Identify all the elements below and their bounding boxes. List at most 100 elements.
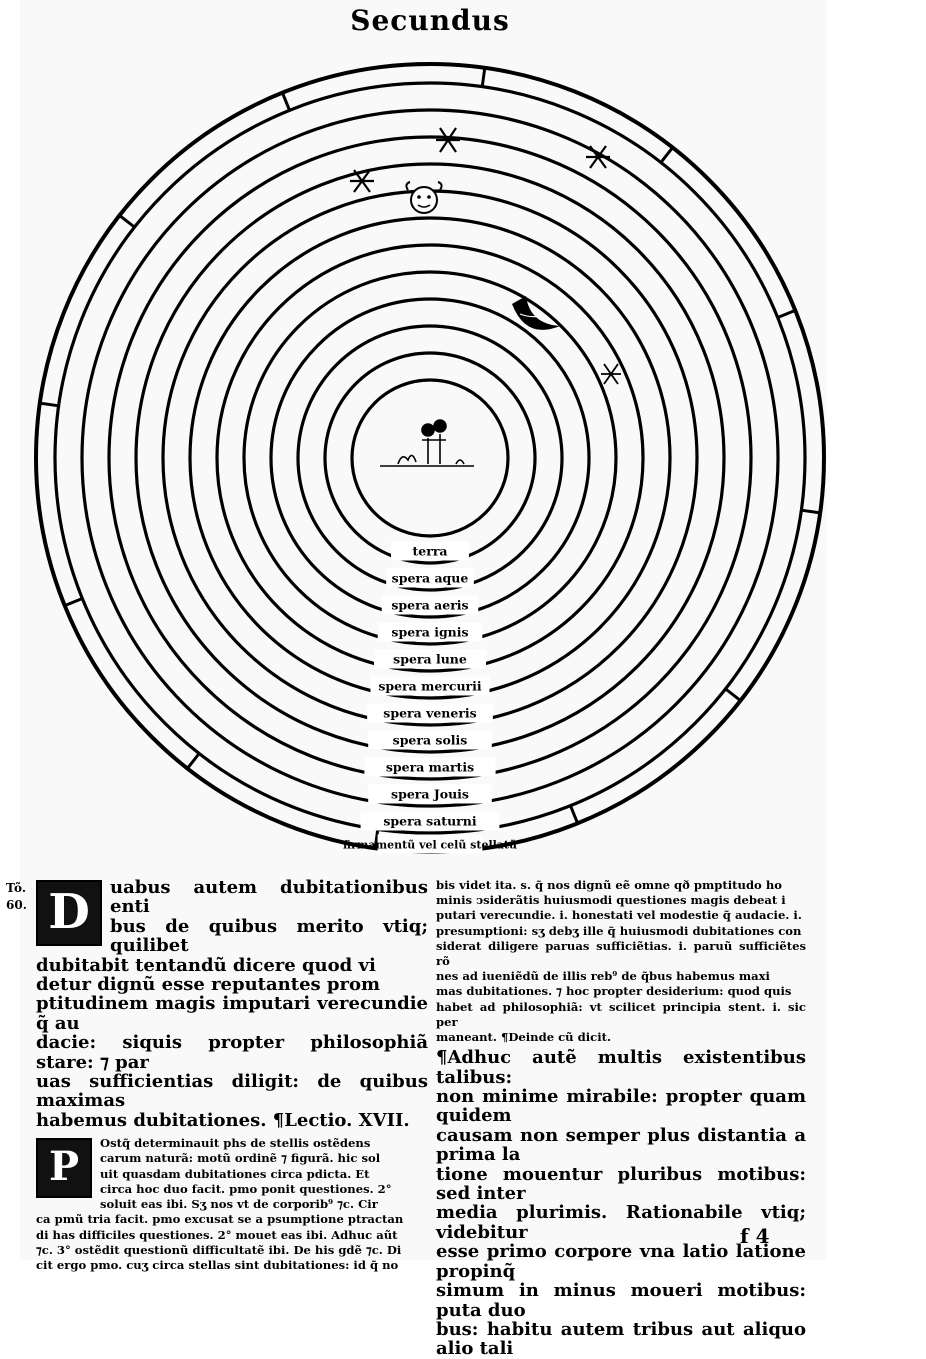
text-line: uas sufficientias diligit: de quibus max… [36, 1071, 428, 1112]
sphere-label: spera aeris [391, 598, 468, 613]
geocentric-spheres-diagram: terra spera aque spera aeris spera ignis spe… [34, 62, 826, 854]
text-line: putari verecundie. i. honestati vel mode… [436, 908, 802, 923]
running-head: Secundus [350, 4, 510, 37]
text-line: tione mouentur pluribus motibus: sed int… [436, 1163, 806, 1205]
signature-mark: f 4 [740, 1224, 770, 1248]
label-backing [368, 784, 492, 804]
star-icon [350, 169, 374, 193]
sphere-rings [34, 62, 826, 854]
text-line: esse primo corpore vna latio latione pro… [436, 1241, 806, 1282]
label-backing [391, 541, 469, 561]
commentary-lines: Ostq̃ determinauit phs de stellis ostẽde… [36, 1136, 428, 1273]
text-line: Ostq̃ determinauit phs de stellis ostẽde… [100, 1136, 371, 1151]
text-line: uit quasdam dubitationes circa pdicta. E… [100, 1166, 370, 1181]
decorated-initial-p: P [36, 1138, 92, 1199]
text-line: habemus dubitationes. ¶Lectio. XVII. [36, 1109, 410, 1131]
text-line: detur dignũ esse reputantes prom [36, 974, 381, 996]
sphere-label: spera martis [386, 760, 474, 775]
text-line: siderat diligere paruas sufficiẽtias. i.… [436, 938, 806, 969]
text-line: dubitabit tentandũ dicere quod vi [36, 954, 376, 976]
sphere-label: spera solis [393, 733, 468, 748]
outer-ring-dividers [39, 67, 821, 849]
star-icon [436, 127, 460, 153]
crescent-moon-icon [512, 296, 560, 330]
sphere-ring [350, 378, 510, 538]
ring-divider [186, 752, 201, 770]
text-line: ca pmũ tria facit. pmo excusat se a psum… [36, 1212, 404, 1227]
earth-figures-icon [380, 419, 474, 467]
sphere-label: terra [413, 544, 448, 559]
text-line: bus de quibus merito vtiq; quilibet [110, 915, 428, 957]
label-backing [367, 703, 493, 723]
sphere-label: spera ignis [391, 625, 468, 640]
label-backing [386, 568, 474, 588]
label-backing [373, 649, 487, 669]
sphere-ring [53, 81, 807, 835]
sphere-ring [323, 351, 537, 565]
sphere-ring [107, 135, 753, 781]
sphere-label: spera lune [393, 652, 467, 667]
sphere-label: spera veneris [383, 706, 476, 721]
sphere-labels: terra spera aque spera aeris spera ignis spe… [343, 541, 517, 854]
ring-divider [373, 829, 380, 849]
ring-divider [281, 92, 291, 111]
right-column: bis videt ita. s. q̃ nos dignũ eẽ omne q… [436, 878, 806, 1359]
sphere-label: spera mercurii [378, 679, 482, 694]
ring-divider [569, 805, 579, 824]
decorated-initial-d: D [36, 880, 102, 946]
star-icon [586, 145, 610, 169]
ring-divider [801, 508, 821, 515]
sphere-ring [134, 162, 726, 754]
text-line: ptitudinem magis imputari verecundie q̃ … [36, 993, 428, 1034]
commentary-paragraph: P Ostq̃ determinauit phs de stellis ostẽ… [36, 1136, 428, 1273]
sphere-ring [296, 324, 564, 592]
next-lemma: ¶Adhuc autẽ multis existentibus talibus:… [436, 1048, 806, 1359]
text-line: causam non semper plus distantia a prima… [436, 1124, 806, 1166]
text-line: ¶Adhuc autẽ multis existentibus talibus: [436, 1047, 806, 1088]
sun-face-icon [405, 181, 443, 214]
sphere-ring [215, 243, 645, 673]
label-backing [368, 730, 492, 750]
margin-note: Tõ. 60. [6, 880, 27, 914]
sphere-ring [242, 270, 618, 646]
text-line: non minime mirabile: propter quam quidem [436, 1086, 806, 1127]
text-line: soluit eas ibi. Sʒ nos vt de corporib⁹ ⁊… [100, 1197, 378, 1212]
text-line: ⁊c. 3° ostẽdit questionũ difficultatẽ ib… [36, 1242, 402, 1257]
sphere-ring [188, 216, 672, 700]
text-line: cit ergo pmo. cuʒ circa stellas sint dub… [36, 1257, 399, 1272]
text-line: maneant. ¶Deinde cũ dicit. [436, 1030, 612, 1045]
ring-divider [724, 687, 742, 702]
sphere-label: spera saturni [383, 814, 476, 829]
margin-note-line: Tõ. [6, 881, 26, 895]
sphere-label: firmamentũ vel celũ stellatũ [343, 839, 517, 852]
ring-divider [777, 309, 796, 319]
ring-divider [39, 401, 59, 408]
text-line: minis ↄsiderãtis huiusmodi questiones ma… [436, 893, 786, 908]
label-backing [360, 811, 500, 831]
text-line: uabus autem dubitationibus enti [110, 877, 428, 918]
ring-divider [659, 146, 674, 164]
label-backing [377, 834, 483, 854]
sphere-label: spera aque [392, 571, 469, 586]
label-backing [370, 676, 490, 696]
ring-divider [480, 67, 487, 87]
text-line: dacie: siquis propter philosophiã stare:… [36, 1032, 428, 1073]
star-icon [601, 363, 621, 385]
margin-note-line: 60. [6, 898, 27, 912]
label-backing [377, 622, 483, 642]
text-line: di has difficiles questiones. 2° mouet e… [36, 1227, 398, 1242]
text-line: circa hoc duo facit. pmo ponit questione… [100, 1181, 392, 1196]
text-line: nes ad iueniẽdũ de illis reb⁹ de q̃bus h… [436, 969, 770, 984]
ring-divider [64, 597, 83, 607]
text-line: mas dubitationes. ⁊ hoc propter desideri… [436, 984, 792, 999]
text-line: bis videt ita. s. q̃ nos dignũ eẽ omne q… [436, 878, 782, 892]
text-line: bus: habitu autem tribus aut aliquo alio… [436, 1318, 806, 1359]
sphere-label: spera Jouis [391, 787, 469, 802]
text-line: habet ad philosophiã: vt scilicet princi… [436, 999, 806, 1029]
commentary-continuation: bis videt ita. s. q̃ nos dignũ eẽ omne q… [436, 878, 806, 1045]
text-line: simum in minus moueri motibus: puta duo [436, 1280, 806, 1321]
label-backing [381, 595, 479, 615]
